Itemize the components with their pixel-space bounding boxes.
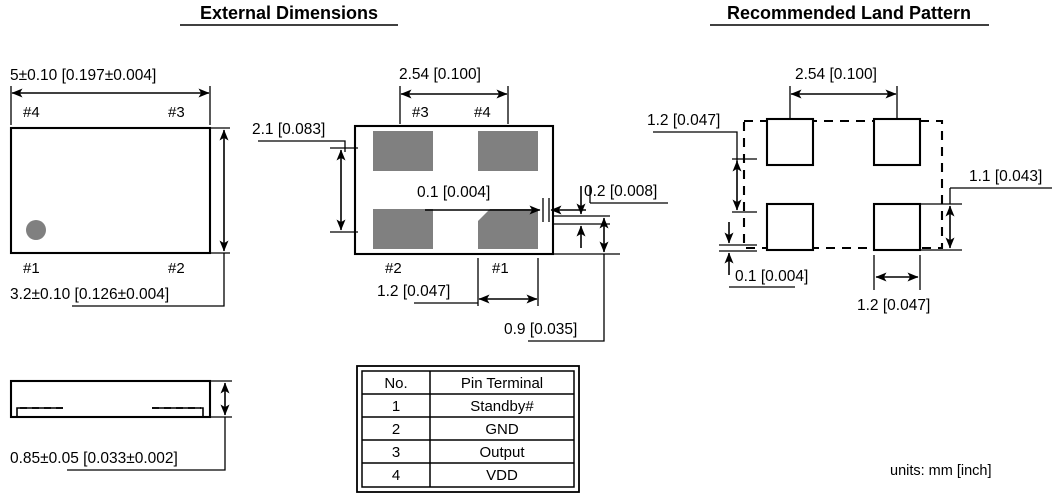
land-pad-top-left: [765, 117, 815, 167]
pin-table-row-2-no: 2: [392, 421, 400, 438]
pin-table-outer-border: [356, 365, 580, 493]
top-view-group: 5±0.10 [0.197±0.004] #4 #3 #1 #2 3.2±0.1…: [9, 67, 230, 307]
bottom-view-pitch-dim-label: 2.54 [0.100]: [399, 66, 481, 83]
bottom-view-gap-dim-label: 0.2 [0.008]: [584, 183, 657, 200]
side-view-height-dim-label: 0.85±0.05 [0.033±0.002]: [10, 450, 178, 467]
land-vertical-dim-label: 1.2 [0.047]: [647, 112, 720, 129]
land-pitch-dim-label: 2.54 [0.100]: [795, 66, 877, 83]
units-note: units: mm [inch]: [890, 463, 992, 479]
top-view-height-dim-label: 3.2±0.10 [0.126±0.004]: [10, 286, 169, 303]
bottom-view-chamfer-dim-label: 0.1 [0.004]: [417, 184, 490, 201]
side-view-height-leader: [67, 417, 226, 471]
bottom-view-group: 2.54 [0.100] #3 #4 2.1 [0.083] 0.1 [0.00…: [252, 66, 668, 342]
top-view-height-leader: [72, 253, 225, 307]
bottom-view-height-dim-label: 2.1 [0.083]: [252, 121, 325, 138]
top-view-pin-1: #1: [23, 260, 40, 277]
land-padwidth-dim-label: 1.2 [0.047]: [857, 297, 930, 314]
land-padheight-dim-label: 1.1 [0.043]: [969, 168, 1042, 185]
side-view-group: 0.85±0.05 [0.033±0.002]: [9, 379, 232, 471]
side-view-body-outline: [9, 379, 212, 419]
pin-table-inner-border: [361, 370, 575, 488]
pin-table-header-no: No.: [384, 375, 407, 392]
bottom-view-pad-4: [478, 131, 538, 171]
land-vertical-leader: [653, 131, 738, 162]
bottom-view-depth-dim-label: 0.9 [0.035]: [504, 321, 577, 338]
title-land-pattern-text: Recommended Land Pattern: [727, 3, 971, 23]
pin-table-row-2-terminal: GND: [485, 421, 519, 438]
top-view-pin-2: #2: [168, 260, 185, 277]
bottom-view-pin-1: #1: [492, 260, 509, 277]
bottom-view-height-leader: [258, 140, 346, 152]
title-external-dimensions-text: External Dimensions: [200, 3, 378, 23]
land-pattern-group: 2.54 [0.100] 1.2 [0.047] 0.1 [0.004] 1.1…: [647, 66, 1052, 314]
bottom-view-pad-3: [373, 131, 433, 171]
land-pad-bottom-left: [765, 202, 815, 252]
top-view-pin-3: #3: [168, 104, 185, 121]
pin-table-row-4-terminal: VDD: [486, 467, 518, 484]
land-pad-top-right: [872, 117, 922, 167]
pin-table-row-3-no: 3: [392, 444, 400, 461]
bottom-view-pad-2: [373, 209, 433, 249]
bottom-view-pin-2: #2: [385, 260, 402, 277]
land-gap-dim-label: 0.1 [0.004]: [735, 268, 808, 285]
pin-1-indicator-dot: [26, 220, 46, 240]
land-pad-bottom-right: [872, 202, 922, 252]
bottom-view-pad-1-chamfered: [478, 209, 538, 249]
top-view-width-dim-label: 5±0.10 [0.197±0.004]: [10, 67, 156, 84]
pin-table-row-1-no: 1: [392, 398, 400, 415]
top-view-pin-4: #4: [23, 104, 40, 121]
pin-table-row-1-terminal: Standby#: [470, 398, 534, 415]
bottom-view-pin-4: #4: [474, 104, 491, 121]
bottom-view-depth-leader: [528, 254, 605, 342]
pin-table-row-4-no: 4: [392, 467, 400, 484]
pin-table-row-3-terminal: Output: [479, 444, 525, 461]
pin-table-header-terminal: Pin Terminal: [461, 375, 543, 392]
title-recommended-land-pattern: Recommended Land Pattern: [710, 3, 989, 26]
bottom-view-width-dim-label: 1.2 [0.047]: [377, 283, 450, 300]
bottom-view-pin-3: #3: [412, 104, 429, 121]
title-external-dimensions: External Dimensions: [180, 3, 398, 26]
pin-terminal-table: No. Pin Terminal 1 Standby# 2 GND 3 Outp…: [356, 365, 580, 493]
land-package-outline-dashed: [742, 119, 944, 250]
